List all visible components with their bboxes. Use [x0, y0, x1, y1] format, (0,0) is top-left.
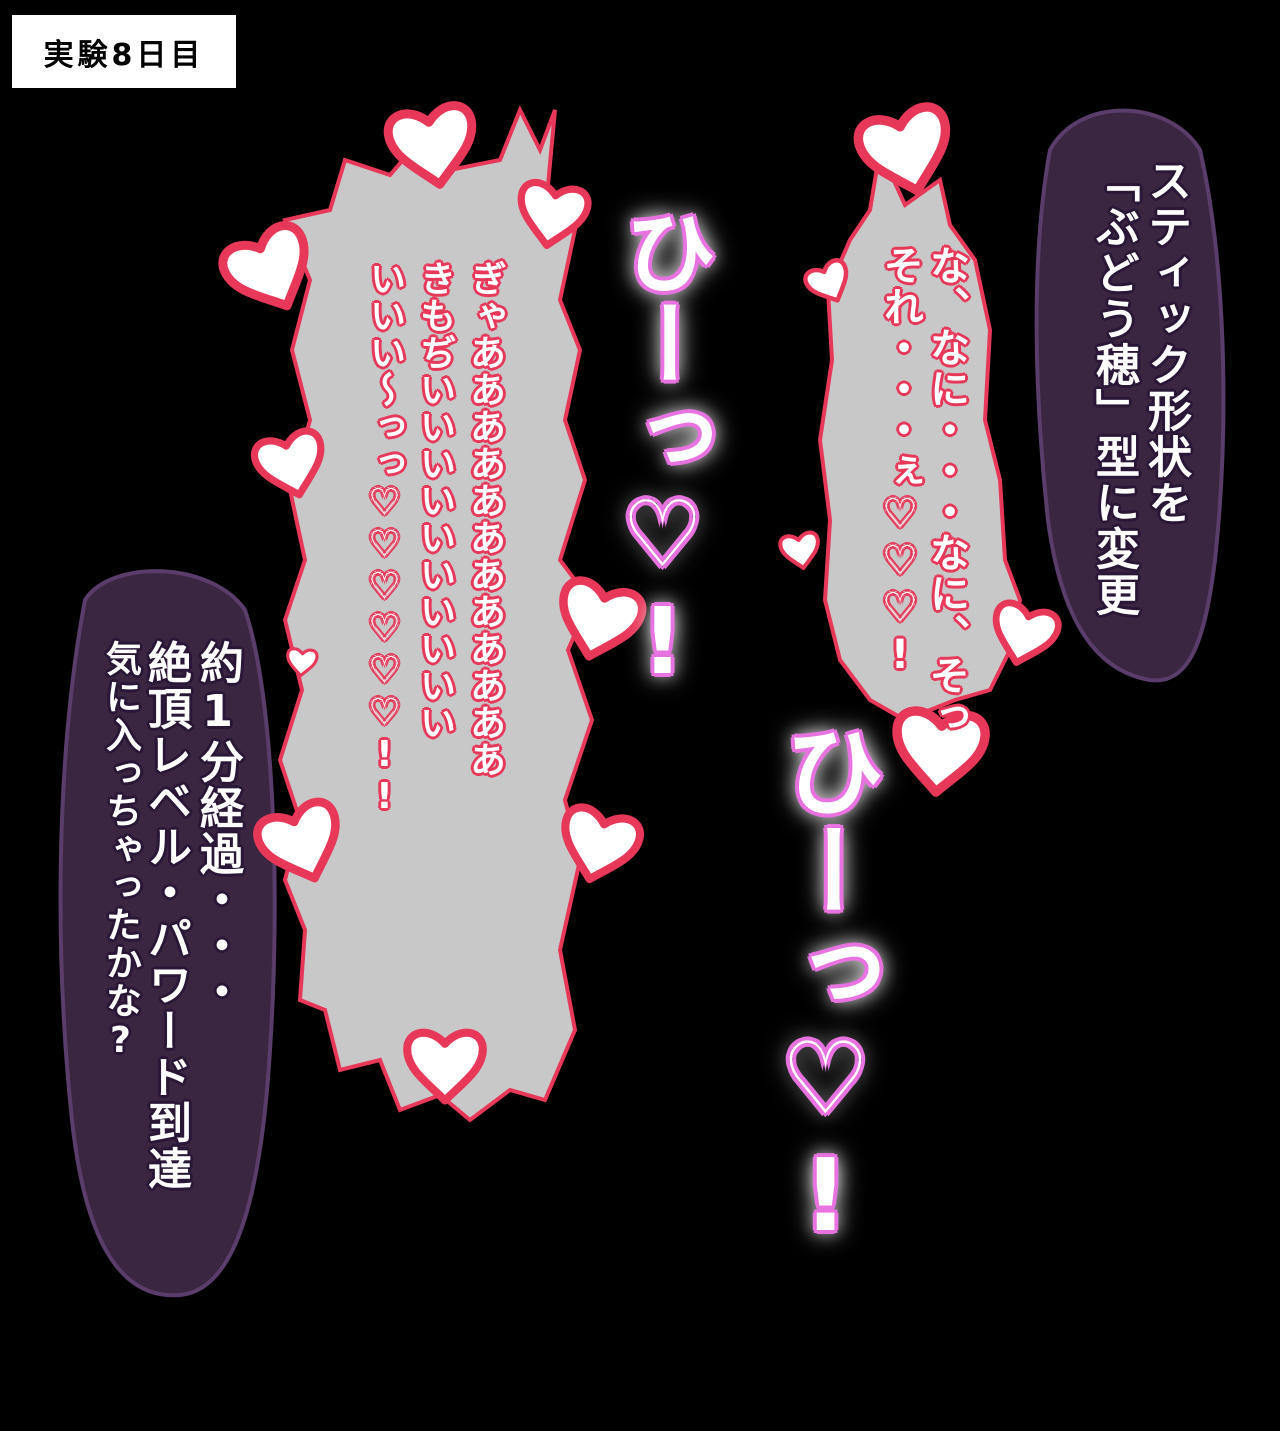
heart-decoration	[853, 102, 951, 196]
dialog-left-line-0: ぎゃああああああああああああ	[464, 260, 505, 778]
heart-decoration	[218, 221, 309, 311]
heart-decoration	[803, 258, 849, 303]
heart-decoration	[253, 797, 340, 883]
heart-decoration	[892, 706, 990, 797]
heart-decoration	[286, 647, 319, 678]
narration-left-line-2: 気に入っちゃったかな?	[100, 640, 141, 1063]
sfx-scream-2: ひーっ♡!	[767, 720, 884, 1254]
dialog-right-line-0: な、なに・・・なに、そっ	[923, 245, 969, 737]
heart-decoration	[992, 599, 1062, 666]
narration-left-line-0: 約1分経過・・・	[192, 640, 243, 1015]
narration-box-left	[58, 569, 277, 1298]
narration-right-line-0: スティック形状を	[1140, 158, 1191, 526]
narration-left-line-1: 絶頂レベル・パワード到達	[140, 640, 191, 1192]
speech-bubble-right	[817, 143, 1023, 723]
chapter-label-box: 実験8日目	[12, 15, 236, 88]
heart-decoration	[517, 178, 592, 250]
heart-decoration	[250, 427, 325, 499]
heart-decoration	[561, 803, 645, 884]
dialog-right-line-1: それ・・・ぇ♡♡♡!	[877, 245, 923, 679]
dialog-left-line-1: きもぢいいいいいいいいいい	[414, 260, 455, 741]
narration-box-right	[1034, 108, 1226, 683]
narration-right-line-1: 「ぶどう穂」型に変更	[1088, 158, 1139, 618]
heart-decoration	[403, 1028, 487, 1105]
heart-decoration	[778, 530, 820, 570]
sfx-scream-1: ひーっ♡!	[609, 205, 716, 695]
heart-decoration	[559, 576, 647, 661]
dialog-left-line-2: いいい〜っっ♡♡♡♡♡♡!!	[364, 260, 405, 818]
speech-bubble-left	[277, 105, 595, 1123]
chapter-label: 実験8日目	[43, 37, 205, 73]
heart-decoration	[383, 101, 477, 189]
